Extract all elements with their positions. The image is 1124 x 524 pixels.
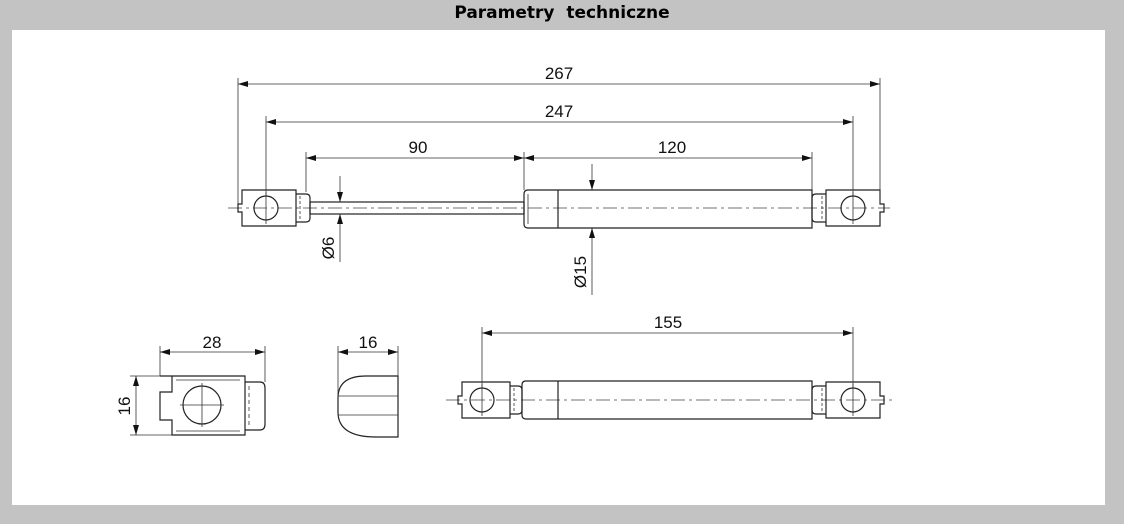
dim-eye-center-length: 247 xyxy=(545,102,573,121)
dim-cylinder-length: 120 xyxy=(658,138,686,157)
end-fitting-top-view xyxy=(130,346,266,436)
dim-compressed-length: 155 xyxy=(654,313,682,332)
dim-rod-length: 90 xyxy=(409,138,428,157)
dim-total-length: 267 xyxy=(545,64,573,83)
page-title: Parametry techniczne xyxy=(454,3,670,23)
dim-end-fitting-length: 28 xyxy=(203,333,222,352)
dim-end-fitting-width: 16 xyxy=(359,333,378,352)
extended-gas-spring xyxy=(228,78,890,295)
dim-cylinder-diameter: Ø15 xyxy=(571,256,590,288)
end-fitting-side-view xyxy=(337,346,399,438)
drawing-panel xyxy=(12,30,1105,505)
dim-end-fitting-height: 16 xyxy=(115,397,134,416)
dim-rod-diameter: Ø6 xyxy=(319,237,338,260)
compressed-gas-spring xyxy=(446,327,892,420)
